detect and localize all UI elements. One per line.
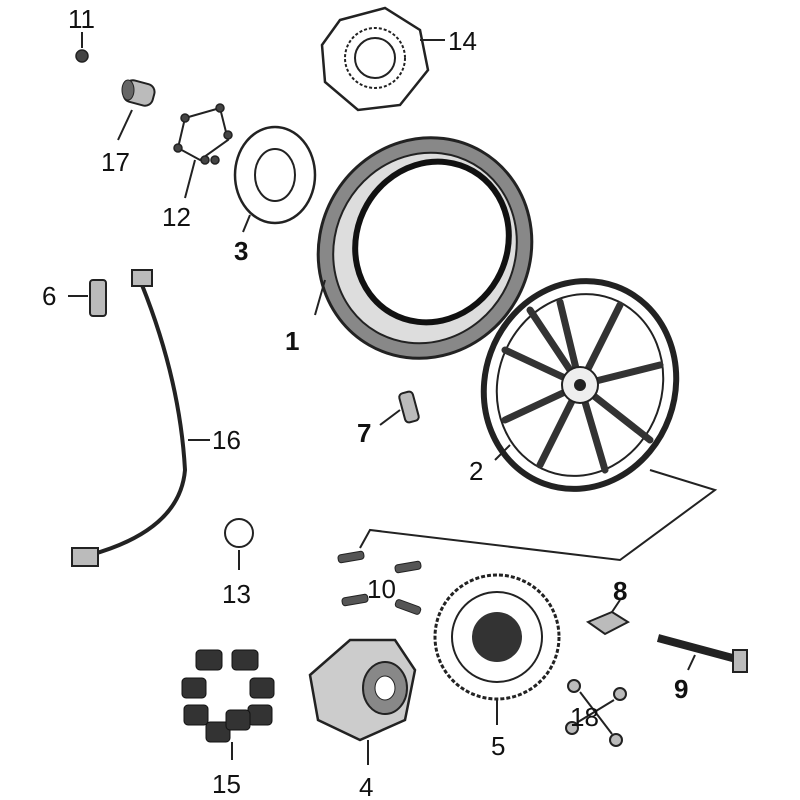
label-5: 5	[491, 731, 505, 761]
label-14: 14	[448, 26, 477, 56]
part-10-pins	[337, 550, 422, 615]
label-10: 10	[367, 574, 396, 604]
label-17: 17	[101, 147, 130, 177]
part-17-bushing	[117, 79, 156, 141]
part-9-axle	[656, 634, 748, 673]
part-6-bolt	[68, 279, 107, 317]
label-9: 9	[674, 674, 688, 704]
part-4-hub	[308, 638, 417, 765]
part-2-wheel	[480, 278, 680, 492]
label-16: 16	[212, 425, 241, 455]
label-18: 18	[570, 702, 599, 732]
part-13-o-ring	[224, 518, 254, 570]
part-5-sprocket	[433, 573, 561, 725]
label-1: 1	[285, 326, 299, 356]
label-6: 6	[42, 281, 56, 311]
label-7: 7	[357, 418, 371, 448]
part-3-brake-disc	[233, 125, 317, 233]
part-8-block	[585, 599, 631, 636]
part-11-nut	[75, 32, 89, 63]
part-15-dampers	[181, 649, 275, 760]
part-18-nuts	[565, 679, 627, 747]
part-1-tire	[314, 136, 534, 360]
label-11: 11	[68, 4, 95, 34]
part-16-sensor-cable	[71, 269, 210, 567]
label-12: 12	[162, 202, 191, 232]
label-2: 2	[469, 456, 483, 486]
label-13: 13	[222, 579, 251, 609]
part-12-bolts	[173, 103, 233, 199]
label-8: 8	[613, 576, 627, 606]
label-4: 4	[359, 772, 373, 800]
label-15: 15	[212, 769, 241, 799]
part-7-valve	[379, 390, 420, 426]
part-14-abs-ring	[320, 6, 445, 112]
label-3: 3	[234, 236, 248, 266]
